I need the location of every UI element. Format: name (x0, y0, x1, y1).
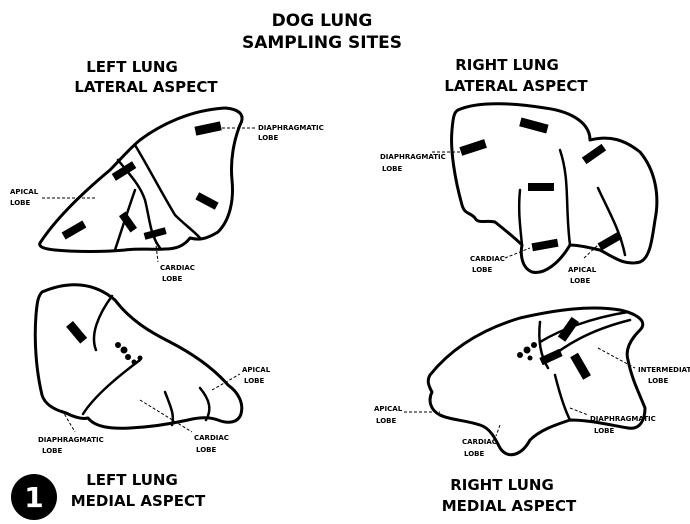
left-medial-label-diaphragmatic-2: LOBE (42, 447, 62, 455)
left-lateral-label-apical: APICAL (10, 188, 39, 196)
left-lateral-caption-2: LATERAL ASPECT (74, 78, 218, 96)
left-medial-panel: APICAL LOBE DIAPHRAGMATIC LOBE CARDIAC L… (11, 285, 271, 520)
right-medial-label-apical-2: LOBE (376, 417, 396, 425)
left-lateral-label-diaphragmatic: DIAPHRAGMATIC (258, 124, 324, 132)
right-lateral-caption-2: LATERAL ASPECT (444, 77, 588, 95)
hilum-vessel-marker (138, 356, 143, 361)
right-lateral-label-diaphragmatic: DIAPHRAGMATIC (380, 153, 446, 161)
right-medial-caption-1: RIGHT LUNG (450, 476, 554, 494)
sampling-site-marker (528, 183, 554, 191)
hilum-vessel-marker (528, 356, 533, 361)
left-lateral-caption-1: LEFT LUNG (86, 58, 178, 76)
hilum-vessel-marker (531, 342, 537, 348)
hilum-vessel-marker (524, 347, 531, 354)
hilum-vessel-marker (517, 352, 523, 358)
right-medial-label-diaphragmatic: DIAPHRAGMATIC (590, 415, 656, 423)
left-lateral-label-cardiac-2: LOBE (162, 275, 182, 283)
right-lateral-caption-1: RIGHT LUNG (455, 56, 559, 74)
right-medial-label-apical: APICAL (374, 405, 403, 413)
left-medial-caption-2: MEDIAL ASPECT (71, 492, 206, 510)
hilum-vessel-marker (115, 342, 121, 348)
left-medial-label-cardiac-2: LOBE (196, 446, 216, 454)
right-lateral-label-diaphragmatic-2: LOBE (382, 165, 402, 173)
left-lateral-panel: LEFT LUNG LATERAL ASPECT DIAPHRAGMATIC L… (10, 58, 324, 283)
right-lateral-label-apical: APICAL (568, 266, 597, 274)
right-medial-label-cardiac-2: LOBE (464, 450, 484, 458)
figure-number: 1 (24, 481, 43, 514)
hilum-vessel-marker (132, 360, 137, 365)
title-line-2: SAMPLING SITES (242, 33, 402, 53)
left-medial-label-diaphragmatic: DIAPHRAGMATIC (38, 436, 104, 444)
left-lateral-label-cardiac: CARDIAC (160, 264, 195, 272)
left-lateral-label-diaphragmatic-2: LOBE (258, 134, 278, 142)
right-medial-caption-2: MEDIAL ASPECT (442, 497, 577, 515)
right-medial-panel: INTERMEDIATE LOBE APICAL LOBE DIAPHRAGMA… (374, 308, 690, 515)
title-line-1: DOG LUNG (272, 11, 373, 31)
left-lateral-label-apical-2: LOBE (10, 199, 30, 207)
right-medial-label-intermediate-2: LOBE (648, 377, 668, 385)
right-medial-label-diaphragmatic-2: LOBE (594, 427, 614, 435)
right-lateral-label-cardiac: CARDIAC (470, 255, 505, 263)
right-medial-label-intermediate: INTERMEDIATE (638, 366, 690, 374)
hilum-vessel-marker (121, 347, 128, 354)
right-lateral-label-cardiac-2: LOBE (472, 266, 492, 274)
right-lateral-panel: RIGHT LUNG LATERAL ASPECT DIAPHRAGMATIC … (380, 56, 657, 285)
hilum-vessel-marker (125, 354, 131, 360)
left-medial-caption-1: LEFT LUNG (86, 471, 178, 489)
right-lateral-label-apical-2: LOBE (570, 277, 590, 285)
right-medial-label-cardiac: CARDIAC (462, 438, 497, 446)
left-medial-label-apical: APICAL (242, 366, 271, 374)
left-medial-label-cardiac: CARDIAC (194, 434, 229, 442)
left-medial-label-apical-2: LOBE (244, 377, 264, 385)
